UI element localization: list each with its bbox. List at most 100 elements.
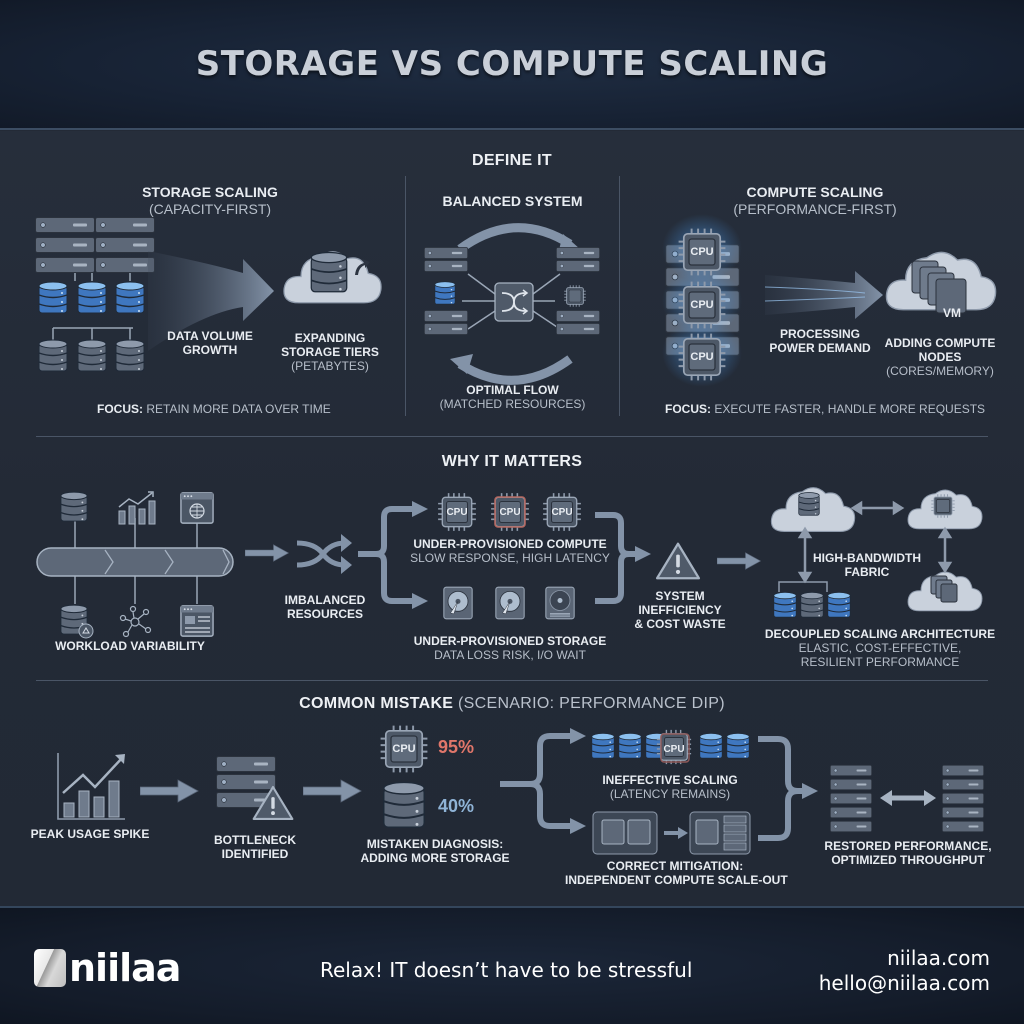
server-icon xyxy=(942,806,984,819)
database-icon-blue xyxy=(38,281,68,317)
column-divider xyxy=(619,176,620,416)
database-icon-blue xyxy=(773,591,797,621)
database-icon-blue xyxy=(726,732,750,762)
section-title-why-it-matters: WHY IT MATTERS xyxy=(441,453,583,470)
ineffective-scaling-label: INEFFECTIVE SCALING (LATENCY REMAINS) xyxy=(602,773,738,801)
database-icon-gray xyxy=(800,591,824,621)
network-nodes-icon xyxy=(119,605,152,638)
server-icon xyxy=(556,323,600,335)
document-window-icon xyxy=(180,604,214,638)
server-icon xyxy=(556,260,600,272)
brand-name: niilaa xyxy=(69,946,181,990)
main-content: DEFINE IT STORAGE SCALING (CAPACITY-FIRS… xyxy=(0,131,1024,906)
restored-performance-label: RESTORED PERFORMANCE, OPTIMIZED THROUGHP… xyxy=(824,839,992,867)
processing-power-label: PROCESSING POWER DEMAND xyxy=(769,327,871,355)
cpu-chip-overloaded-icon xyxy=(489,491,531,533)
database-icon-blue xyxy=(115,281,145,317)
data-growth-arrow xyxy=(148,251,274,351)
correct-mitigation-label: CORRECT MITIGATION: INDEPENDENT COMPUTE … xyxy=(565,859,788,887)
contact-info: niilaa.com hello@niilaa.com xyxy=(819,946,990,996)
database-recycle-icon xyxy=(60,604,94,639)
bidirectional-arrow-icon xyxy=(880,790,936,806)
server-icon xyxy=(830,792,872,805)
workload-variability-label: WORKLOAD VARIABILITY xyxy=(55,639,205,653)
hard-drive-icon xyxy=(443,586,473,620)
database-icon-blue xyxy=(827,591,851,621)
server-icon xyxy=(424,260,468,272)
server-icon xyxy=(830,806,872,819)
server-icon xyxy=(942,820,984,833)
database-icon-gray xyxy=(115,339,145,375)
storage-focus-text: FOCUS: RETAIN MORE DATA OVER TIME xyxy=(97,402,331,416)
data-volume-growth-label: DATA VOLUME GROWTH xyxy=(167,329,253,357)
footer: niilaa Relax! IT doesn’t have to be stre… xyxy=(0,906,1024,1024)
section-title-common-mistake: COMMON MISTAKE (SCENARIO: PERFORMANCE DI… xyxy=(299,695,725,712)
under-provisioned-compute-label: UNDER-PROVISIONED COMPUTE SLOW RESPONSE,… xyxy=(410,537,610,565)
cpu-label: CPU xyxy=(690,299,714,311)
section-title-define-it: DEFINE IT xyxy=(471,152,553,169)
branch-bracket-arrow xyxy=(500,728,586,834)
optimal-flow-caption: OPTIMAL FLOW (MATCHED RESOURCES) xyxy=(439,383,586,411)
balanced-system-title: BALANCED SYSTEM xyxy=(442,193,583,209)
storage-usage-value: 40% xyxy=(438,796,475,816)
hard-drive-icon xyxy=(545,586,575,620)
database-icon-blue xyxy=(618,732,642,762)
email-link[interactable]: hello@niilaa.com xyxy=(818,971,990,995)
compute-focus-text: FOCUS: EXECUTE FASTER, HANDLE MORE REQUE… xyxy=(665,402,986,416)
workload-pipeline xyxy=(36,518,234,604)
page-title: STORAGE VS COMPUTE SCALING xyxy=(195,44,829,84)
branch-bracket-arrow xyxy=(358,501,428,609)
under-provisioned-storage-label: UNDER-PROVISIONED STORAGE DATA LOSS RISK… xyxy=(413,634,607,662)
header-banner: STORAGE VS COMPUTE SCALING xyxy=(0,0,1024,130)
tagline: Relax! IT doesn’t have to be stressful xyxy=(320,958,693,982)
website-link[interactable]: niilaa.com xyxy=(887,946,990,970)
mistaken-diagnosis-label: MISTAKEN DIAGNOSIS: ADDING MORE STORAGE xyxy=(360,837,510,865)
compute-scaling-title: COMPUTE SCALING (PERFORMANCE-FIRST) xyxy=(733,184,897,217)
bar-chart-trend-icon xyxy=(118,491,156,525)
storage-scaling-title: STORAGE SCALING (CAPACITY-FIRST) xyxy=(142,184,278,217)
decoupled-architecture-label: DECOUPLED SCALING ARCHITECTURE ELASTIC, … xyxy=(764,627,996,669)
arrow-right-icon xyxy=(303,779,363,803)
database-icon-gray xyxy=(60,491,88,525)
server-icon xyxy=(830,764,872,777)
compute-scale-out-illustration xyxy=(592,811,751,855)
section-divider xyxy=(36,680,988,681)
web-globe-icon xyxy=(180,491,214,525)
balanced-system-diagram xyxy=(450,223,580,385)
arrow-right-icon xyxy=(140,779,200,803)
warning-icon xyxy=(655,541,701,581)
vm-stack-icon xyxy=(930,575,958,603)
arrow-right-icon xyxy=(245,541,290,565)
database-icon-blue xyxy=(591,732,615,762)
vm-stack-icon xyxy=(911,260,967,314)
brand-logo[interactable]: niilaa xyxy=(34,946,181,990)
database-icon-gray xyxy=(77,339,107,375)
peak-usage-spike-label: PEAK USAGE SPIKE xyxy=(30,827,150,841)
expanding-storage-label: EXPANDING STORAGE TIERS (PETABYTES) xyxy=(281,331,379,373)
server-icon xyxy=(215,756,277,772)
database-icon-blue xyxy=(77,281,107,317)
system-inefficiency-label: SYSTEM INEFFICIENCY & COST WASTE xyxy=(634,589,726,631)
high-bandwidth-fabric-label: HIGH-BANDWIDTH FABRIC xyxy=(813,551,921,579)
server-icon xyxy=(424,310,468,322)
connector-lines xyxy=(52,273,133,340)
server-icon xyxy=(830,820,872,833)
cpu-label: CPU xyxy=(690,246,714,258)
logo-mark-icon xyxy=(34,949,66,987)
server-icon xyxy=(830,778,872,791)
bottleneck-identified-label: BOTTLENECK IDENTIFIED xyxy=(214,833,296,861)
section-divider xyxy=(36,436,988,437)
server-icon xyxy=(556,247,600,259)
usage-spike-chart-icon xyxy=(57,753,125,820)
merge-bracket-arrow xyxy=(758,736,818,841)
cpu-label: CPU xyxy=(499,507,521,518)
database-icon-blue xyxy=(699,732,723,762)
column-divider xyxy=(405,176,406,416)
server-icon xyxy=(942,764,984,777)
processing-demand-arrow xyxy=(764,271,883,319)
server-icon xyxy=(942,778,984,791)
server-icon xyxy=(942,792,984,805)
cpu-label: CPU xyxy=(663,744,685,755)
server-icon xyxy=(556,310,600,322)
cpu-chip-icon xyxy=(655,728,693,766)
